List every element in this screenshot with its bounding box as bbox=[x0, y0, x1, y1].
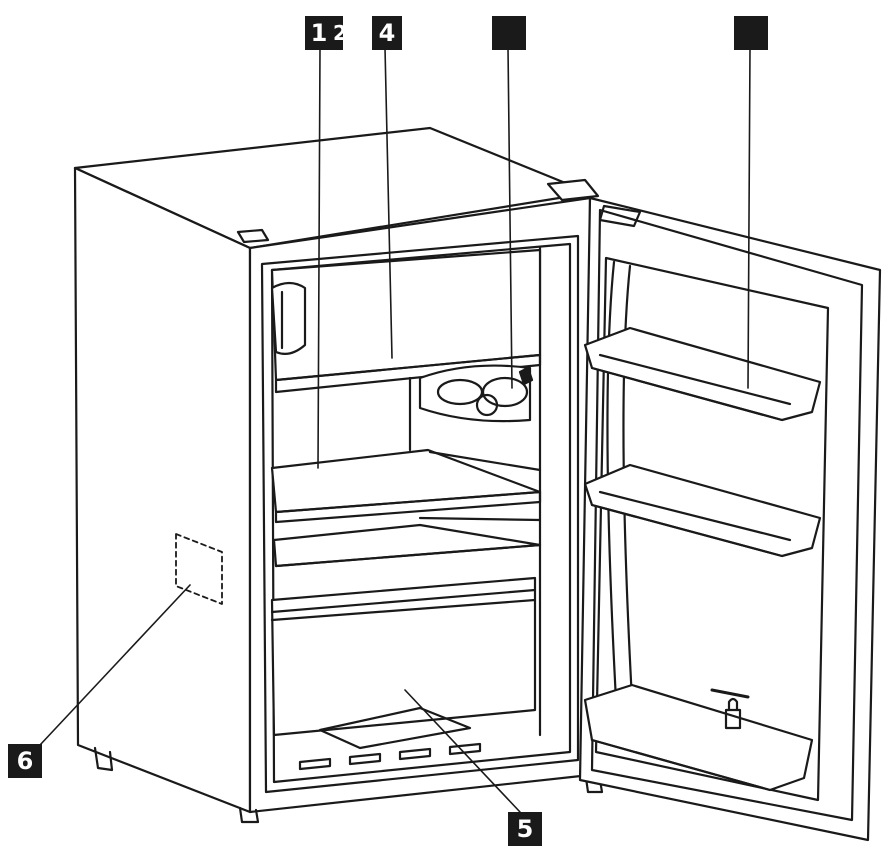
door-bin-bottom bbox=[583, 683, 814, 792]
callout-5-text: 5 bbox=[516, 815, 534, 843]
callout-6: 6 bbox=[8, 744, 42, 778]
shelf-lower bbox=[272, 516, 542, 568]
door-bin-middle bbox=[583, 463, 822, 558]
callout-1: 1 bbox=[305, 16, 333, 50]
leader-lines bbox=[39, 47, 751, 813]
callout-4-text: 4 bbox=[378, 19, 396, 47]
shelf-upper bbox=[270, 448, 542, 524]
callout-3 bbox=[492, 16, 526, 50]
door-bin-top bbox=[583, 326, 822, 422]
callout-4: 4 bbox=[372, 16, 402, 50]
callout-2-text: 2 bbox=[333, 21, 343, 45]
door-brand-mark bbox=[710, 688, 750, 699]
callout-6-text: 6 bbox=[16, 747, 34, 775]
callout-2: 2 bbox=[333, 16, 343, 50]
callout-1-text: 1 bbox=[310, 19, 328, 47]
freezer-compartment bbox=[270, 248, 542, 394]
thermostat bbox=[418, 364, 534, 423]
callout-7 bbox=[734, 16, 768, 50]
crisper-drawer bbox=[270, 576, 537, 771]
callout-5: 5 bbox=[508, 812, 542, 846]
